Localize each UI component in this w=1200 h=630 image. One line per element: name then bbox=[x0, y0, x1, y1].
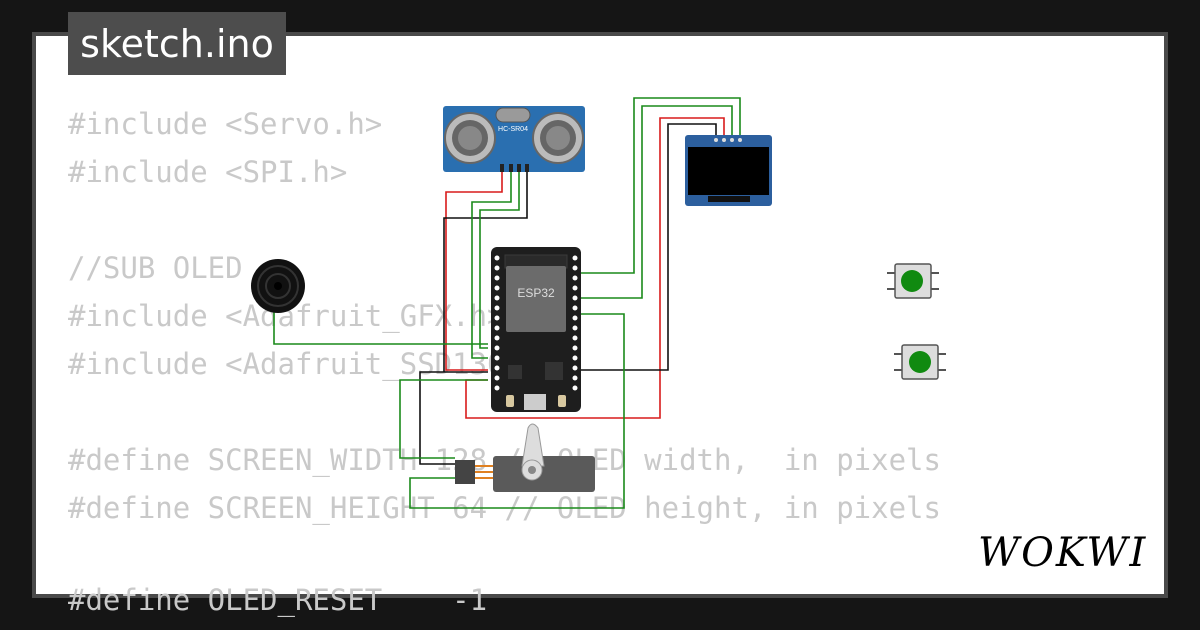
wire-green bbox=[262, 299, 488, 345]
servo-icon[interactable] bbox=[455, 423, 595, 492]
sensor-label: HC-SR04 bbox=[498, 126, 528, 133]
wire-green bbox=[578, 105, 733, 299]
pushbutton-icon[interactable] bbox=[887, 263, 939, 299]
code-line: //SUB OLED bbox=[68, 251, 243, 285]
wires bbox=[262, 97, 741, 509]
wire-green bbox=[399, 379, 488, 459]
oled-display-icon[interactable] bbox=[685, 135, 772, 206]
esp32-board-icon[interactable]: ESP32 bbox=[491, 247, 581, 412]
wire-green bbox=[409, 313, 625, 509]
wire-red bbox=[445, 170, 503, 371]
wire-black bbox=[578, 123, 717, 371]
mcu-label: ESP32 bbox=[517, 286, 555, 300]
code-line: #define OLED_RESET -1 bbox=[68, 583, 488, 617]
code-line: #include <SPI.h> bbox=[68, 155, 348, 189]
wire-black bbox=[443, 170, 528, 372]
buzzer-icon[interactable] bbox=[251, 259, 305, 313]
code-line: #include <Servo.h> bbox=[68, 107, 383, 141]
diagram-canvas[interactable]: #include <Servo.h> #include <SPI.h> //SU… bbox=[36, 36, 1164, 615]
wokwi-logo: WOKWI bbox=[978, 530, 1148, 576]
wire-green bbox=[479, 170, 520, 349]
wire-green bbox=[578, 97, 741, 274]
wire-black bbox=[419, 371, 488, 465]
wire-green bbox=[471, 170, 512, 359]
pushbutton-icon[interactable] bbox=[894, 344, 946, 380]
ultrasonic-sensor-icon[interactable]: HC-SR04 bbox=[443, 106, 585, 172]
file-tab[interactable]: sketch.ino bbox=[68, 12, 286, 75]
